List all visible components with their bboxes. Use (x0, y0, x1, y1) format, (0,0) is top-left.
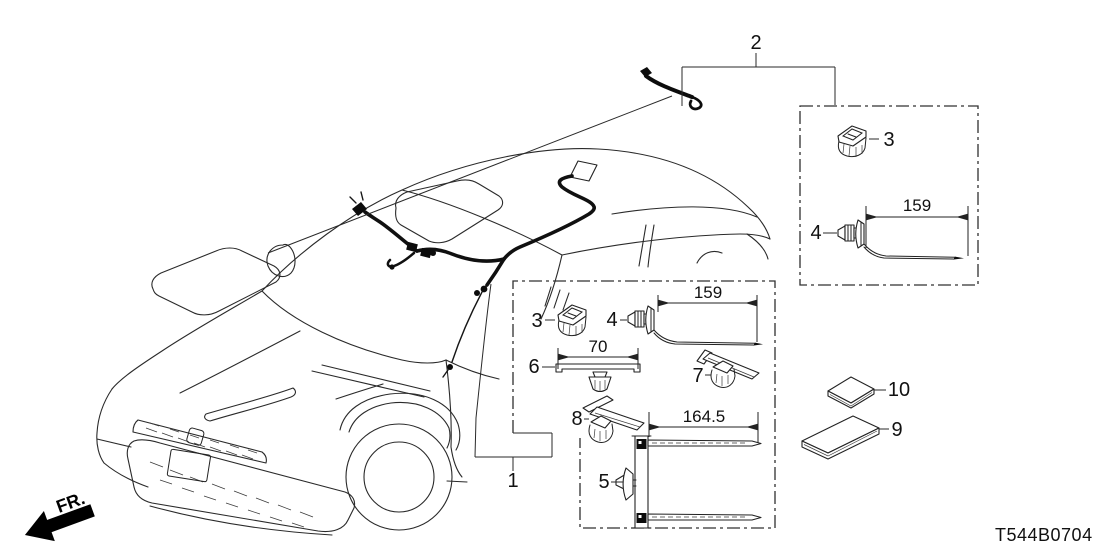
dimension-main-cord-value: 159 (694, 283, 722, 302)
roof-glass-panel (395, 179, 504, 244)
cowl-line (261, 290, 447, 364)
fr-arrow-shaft (45, 504, 95, 533)
headlight-far (335, 383, 384, 400)
strap-clip-part-8: 8 (571, 395, 645, 443)
far-a-pillar (540, 254, 563, 320)
strap-clip-part-7: 7 (692, 349, 760, 388)
callout-6-label[interactable]: 6 (528, 356, 539, 378)
harness-connector (352, 202, 367, 216)
quarter-panel-line (746, 233, 769, 260)
lower-grille (126, 439, 356, 533)
windshield-header (401, 189, 563, 256)
callout-4-label-sub[interactable]: 4 (810, 222, 821, 244)
dimension-bracket-value: 164.5 (683, 407, 726, 426)
harness-connector (420, 247, 432, 259)
callout-1-pointer-line (474, 283, 492, 458)
wiper-lines (311, 364, 431, 398)
harness-flag-connector (569, 160, 598, 182)
front-wheel-rim (363, 441, 435, 513)
upper-grille (132, 419, 267, 464)
detail-box-main (512, 280, 776, 529)
callout-8-label[interactable]: 8 (571, 408, 582, 430)
dimension-main-cord: 159 (657, 283, 758, 342)
callout-1-label[interactable]: 1 (507, 470, 518, 492)
hood-crease (179, 330, 301, 394)
cord-clip-part-4-main: 4 159 (606, 283, 763, 346)
beltline (561, 233, 771, 256)
fr-arrow-head (24, 511, 55, 542)
roof-harness (349, 160, 598, 378)
clip-part-3-main: 3 (531, 304, 587, 337)
harness-connector (480, 285, 488, 293)
band-clip-part-6: 6 70 (528, 337, 641, 393)
front-tire (345, 423, 453, 531)
fr-direction-arrow: FR. (24, 488, 95, 542)
sub-harness (267, 67, 703, 254)
detail-box-sub (799, 105, 979, 286)
a-pillar-wire (451, 291, 483, 363)
callout-10-label[interactable]: 10 (888, 379, 910, 401)
callout-7-label[interactable]: 7 (692, 365, 703, 387)
callout-9-label[interactable]: 9 (891, 419, 902, 441)
roofline (261, 148, 771, 292)
tie-bracket-part-5: 5 164.5 (598, 407, 762, 529)
harness-connector (406, 241, 418, 253)
callout-1-group: 1 (474, 283, 553, 492)
front-wheel-arch (339, 392, 461, 451)
callout-4-label-main[interactable]: 4 (606, 309, 617, 331)
fender-lines (445, 359, 500, 448)
dimension-bracket: 164.5 (648, 407, 759, 443)
callout-2-label[interactable]: 2 (750, 32, 761, 54)
shoulder-line (611, 206, 758, 218)
lower-grille-mesh (149, 461, 314, 528)
sunroof-opening (151, 247, 281, 316)
callout-2-group: 2 (681, 32, 836, 106)
callout-5-label[interactable]: 5 (598, 471, 609, 493)
clip-part-3-sub: 3 (837, 125, 895, 158)
license-plate-blank (166, 448, 211, 483)
pad-part-10: 10 (827, 376, 910, 409)
callout-3-label-main[interactable]: 3 (531, 310, 542, 332)
pad-part-9: 9 (801, 415, 903, 460)
dimension-band-value: 70 (589, 337, 608, 356)
dimension-sub-cord: 159 (865, 196, 969, 256)
cord-clip-part-4-sub: 4 159 (810, 196, 969, 260)
dimension-sub-cord-value: 159 (903, 196, 931, 215)
vehicle-illustration (96, 148, 771, 536)
front-bumper (96, 388, 333, 536)
callout-2-pointer-line (267, 95, 673, 254)
drawing-code: T544B0704 (995, 525, 1093, 545)
hood-edge (111, 290, 263, 390)
door-handle (696, 250, 723, 264)
dimension-band: 70 (557, 337, 639, 369)
callout-3-label-sub[interactable]: 3 (883, 129, 894, 151)
headlight (204, 387, 296, 422)
upper-grille-mesh (145, 422, 258, 460)
c-pillar-lines (638, 224, 655, 268)
rocker-lines (446, 446, 468, 483)
b-pillar-lines (544, 286, 570, 311)
emblem (186, 427, 205, 446)
harness-connector (640, 67, 652, 77)
